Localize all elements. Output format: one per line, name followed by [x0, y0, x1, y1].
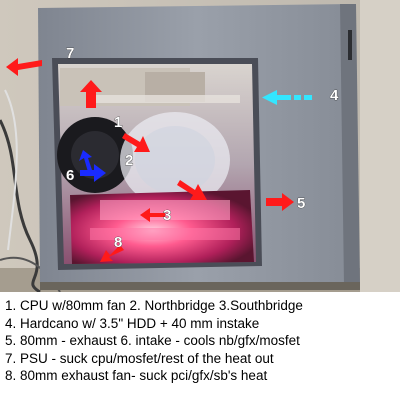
bottom-exhaust-arrow [100, 245, 124, 262]
intake-arrow-up [79, 150, 92, 172]
hdd-intake-arrow [262, 90, 312, 105]
rear-exhaust-arrow [266, 193, 294, 211]
legend-line-1: 1. CPU w/80mm fan 2. Northbridge 3.South… [5, 298, 303, 313]
callout-2: 2 [125, 152, 133, 169]
intake-arrow-right [80, 164, 106, 182]
legend-line-2: 4. Hardcano w/ 3.5" HDD + 40 mm instake [5, 315, 260, 331]
legend-line-4: 7. PSU - suck cpu/mosfet/rest of the hea… [5, 350, 274, 366]
callout-4: 4 [330, 87, 339, 104]
callout-1: 1 [114, 114, 122, 131]
drive-bay-slot [348, 30, 352, 60]
pci-card [90, 228, 240, 240]
legend: 1. CPU w/80mm fan 2. Northbridge 3.South… [0, 292, 400, 400]
sb-airflow-arrow [140, 208, 165, 222]
nb-airflow-arrow [177, 180, 207, 200]
wall-right [360, 0, 400, 292]
cpu-airflow-arrow [122, 133, 150, 152]
case-shadow [40, 282, 360, 290]
pc-case-illustration: 7 1 2 3 4 5 6 8 [0, 0, 400, 292]
ribbon-cable [90, 95, 240, 103]
pc-case-photo: 7 1 2 3 4 5 6 8 [0, 0, 400, 292]
case-front-bezel [340, 4, 360, 284]
cpu-exhaust-up-arrow [80, 80, 102, 108]
callout-5: 5 [297, 195, 305, 212]
legend-line-5: 8. 80mm exhaust fan- suck pci/gfx/sb's h… [5, 368, 268, 384]
callout-3: 3 [163, 207, 171, 224]
cable-left-1 [0, 119, 41, 292]
cpu-fan-center [71, 131, 119, 179]
cable-left-2 [4, 89, 18, 251]
graphics-card [100, 200, 230, 220]
legend-line-3: 5. 80mm - exhaust 6. intake - cools nb/g… [5, 333, 300, 349]
callout-7: 7 [66, 45, 74, 62]
callout-8: 8 [114, 234, 122, 251]
psu-exhaust-arrow [6, 58, 42, 76]
clear-duct-inner [135, 126, 215, 194]
callout-6: 6 [66, 167, 74, 184]
